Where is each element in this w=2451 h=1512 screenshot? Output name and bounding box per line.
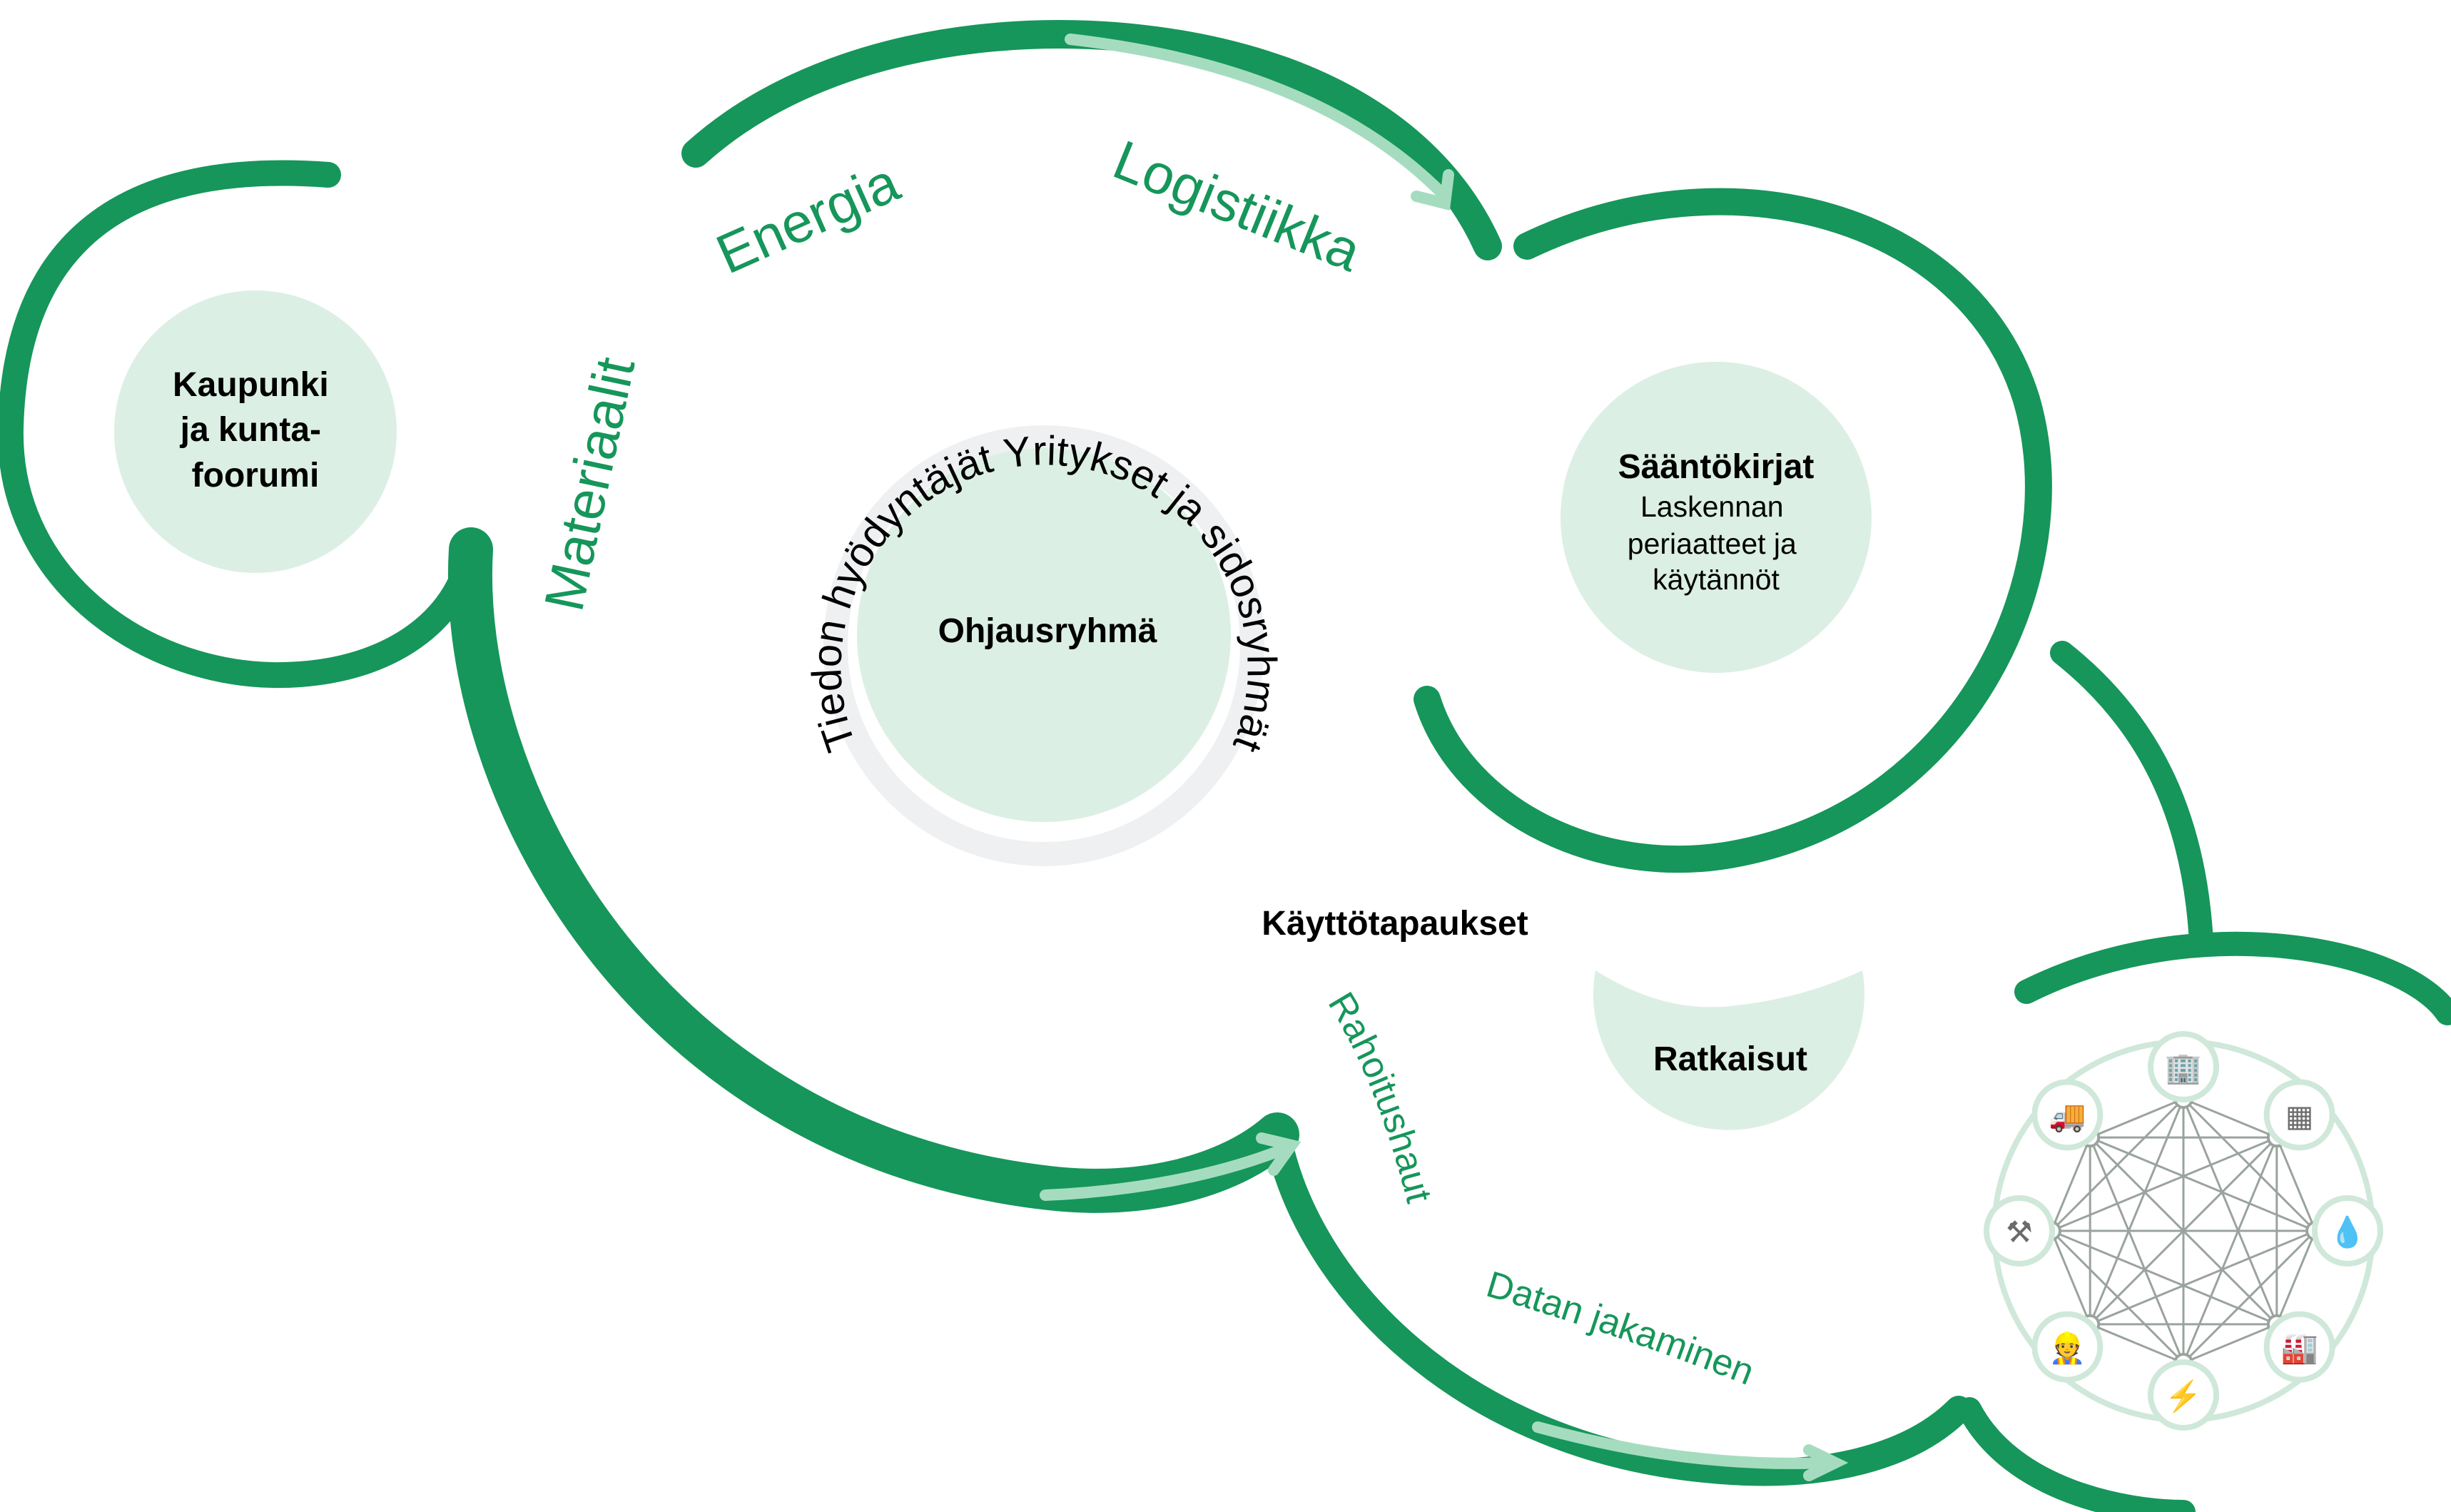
saantokirjat-line-3: käytännöt [1653, 563, 1780, 596]
network-node [2263, 1311, 2335, 1383]
brick-wall-icon: ▦ [2263, 1079, 2335, 1151]
ratkaisut-label: Ratkaisut [1653, 1040, 1807, 1078]
network-icons: 🏢 ▦ 💧 🏭 ⚡ 👷 ⚒ 🚚 [1984, 1031, 2383, 1431]
network-link [2183, 1097, 2278, 1139]
rahoitushaut-label: Rahoitushaut [1320, 985, 1440, 1207]
network-node [2031, 1311, 2104, 1383]
tools-icon-glyph: ⚒ [2006, 1215, 2033, 1249]
network-link [2089, 1137, 2278, 1325]
brick-wall-icon-glyph: ▦ [2285, 1099, 2314, 1132]
rahoitushaut-text-path: Rahoitushaut [1320, 985, 1440, 1207]
network-node [2031, 1079, 2104, 1151]
network-link [2183, 1323, 2278, 1364]
network-link [2089, 1097, 2184, 1139]
datan-jakaminen-text-path: Datan jakaminen [1482, 1264, 1760, 1394]
water-drop-icon-glyph: 💧 [2329, 1214, 2366, 1249]
network-node [2312, 1195, 2383, 1267]
logistiikka-label: Logistiikka [1105, 128, 1370, 283]
network-node [2148, 1359, 2219, 1431]
network-link [2050, 1229, 2185, 1364]
network-link [2182, 1137, 2278, 1364]
building-icon: 🏢 [2148, 1031, 2219, 1109]
network-link [2050, 1230, 2091, 1325]
ohjausryhma-label: Ohjausryhmä [938, 612, 1157, 650]
network-node [2148, 1031, 2219, 1102]
right-descending-arc [2050, 641, 2213, 954]
kaupunki-circle [114, 290, 397, 573]
kaupunki-line-1: Kaupunki [173, 366, 329, 404]
lower-flow-arrow-head [1256, 1132, 1301, 1176]
lower-flow-arrow [1040, 1143, 1290, 1201]
datan-jakaminen-label: Datan jakaminen [1482, 1264, 1760, 1394]
factory-icon: 🏭 [2263, 1311, 2335, 1383]
tools-icon: ⚒ [1984, 1195, 2061, 1267]
engineer-icon-glyph: 👷 [2049, 1331, 2086, 1366]
factory-icon-glyph: 🏭 [2280, 1331, 2318, 1366]
network-link [2050, 1137, 2091, 1232]
top-flow-arrow [1065, 34, 1447, 198]
left-loop-arc [0, 160, 484, 689]
green-loop-group [0, 20, 2451, 1512]
arrow-overlays [1040, 34, 1849, 1481]
kaupunki-line-2: ja kunta- [180, 411, 321, 449]
power-pylon-icon-glyph: ⚡ [2165, 1379, 2202, 1414]
saantokirjat-line-1: Laskennan [1640, 490, 1784, 523]
concrete-mixer-icon: 🚚 [2031, 1079, 2104, 1151]
building-icon-glyph: 🏢 [2165, 1051, 2202, 1085]
saantokirjat-circle [1561, 362, 1872, 673]
network-link [2089, 1098, 2185, 1325]
network-link [2275, 1230, 2317, 1325]
network-link [2275, 1137, 2317, 1232]
bottom-flow-arrow [1532, 1421, 1832, 1469]
engineer-icon: 👷 [2031, 1311, 2104, 1383]
kayttotapaukset-label: Käyttötapaukset [1262, 905, 1528, 943]
network-link [2089, 1229, 2316, 1326]
network-loop-lower-arc [1957, 1397, 2196, 1512]
saantokirjat-title: Sääntökirjat [1618, 448, 1815, 486]
energia-label: Energia [707, 151, 908, 286]
concrete-mixer-icon-glyph: 🚚 [2049, 1099, 2086, 1133]
saantokirjat-line-2: periaatteet ja [1628, 527, 1797, 560]
network-loop-arc [2014, 931, 2451, 1025]
network-lines [2050, 1097, 2317, 1364]
network-node [2263, 1079, 2335, 1151]
ohjausryhma-circle [857, 448, 1231, 822]
power-pylon-icon: ⚡ [2148, 1353, 2219, 1431]
network-link [2051, 1229, 2278, 1326]
bottom-arc [1264, 1121, 1972, 1486]
materiaalit-label: Materiaalit [532, 352, 647, 617]
kaupunki-label: Kaupunki ja kunta- foorumi [173, 366, 338, 494]
network-link [2182, 1098, 2278, 1325]
network-link [2089, 1136, 2316, 1232]
kaupunki-line-3: foorumi [192, 457, 320, 494]
network-graph: 🏢 ▦ 💧 🏭 ⚡ 👷 ⚒ 🚚 [1984, 1031, 2383, 1431]
bottom-flow-arrow-head [1803, 1444, 1849, 1481]
water-drop-icon: 💧 [2305, 1195, 2383, 1267]
network-link [2051, 1136, 2278, 1232]
saantokirjat-description: Laskennan periaatteet ja käytännöt [1628, 490, 1805, 596]
top-arc [681, 20, 1502, 260]
network-link [2089, 1137, 2185, 1364]
ratkaisut-shape [1593, 970, 1864, 1130]
ohjausryhma-ring [823, 425, 1264, 866]
network-node [1984, 1195, 2055, 1267]
right-loop-arc [1414, 188, 2052, 873]
network-link [2089, 1323, 2184, 1364]
top-flow-arrow-head [1411, 169, 1454, 210]
